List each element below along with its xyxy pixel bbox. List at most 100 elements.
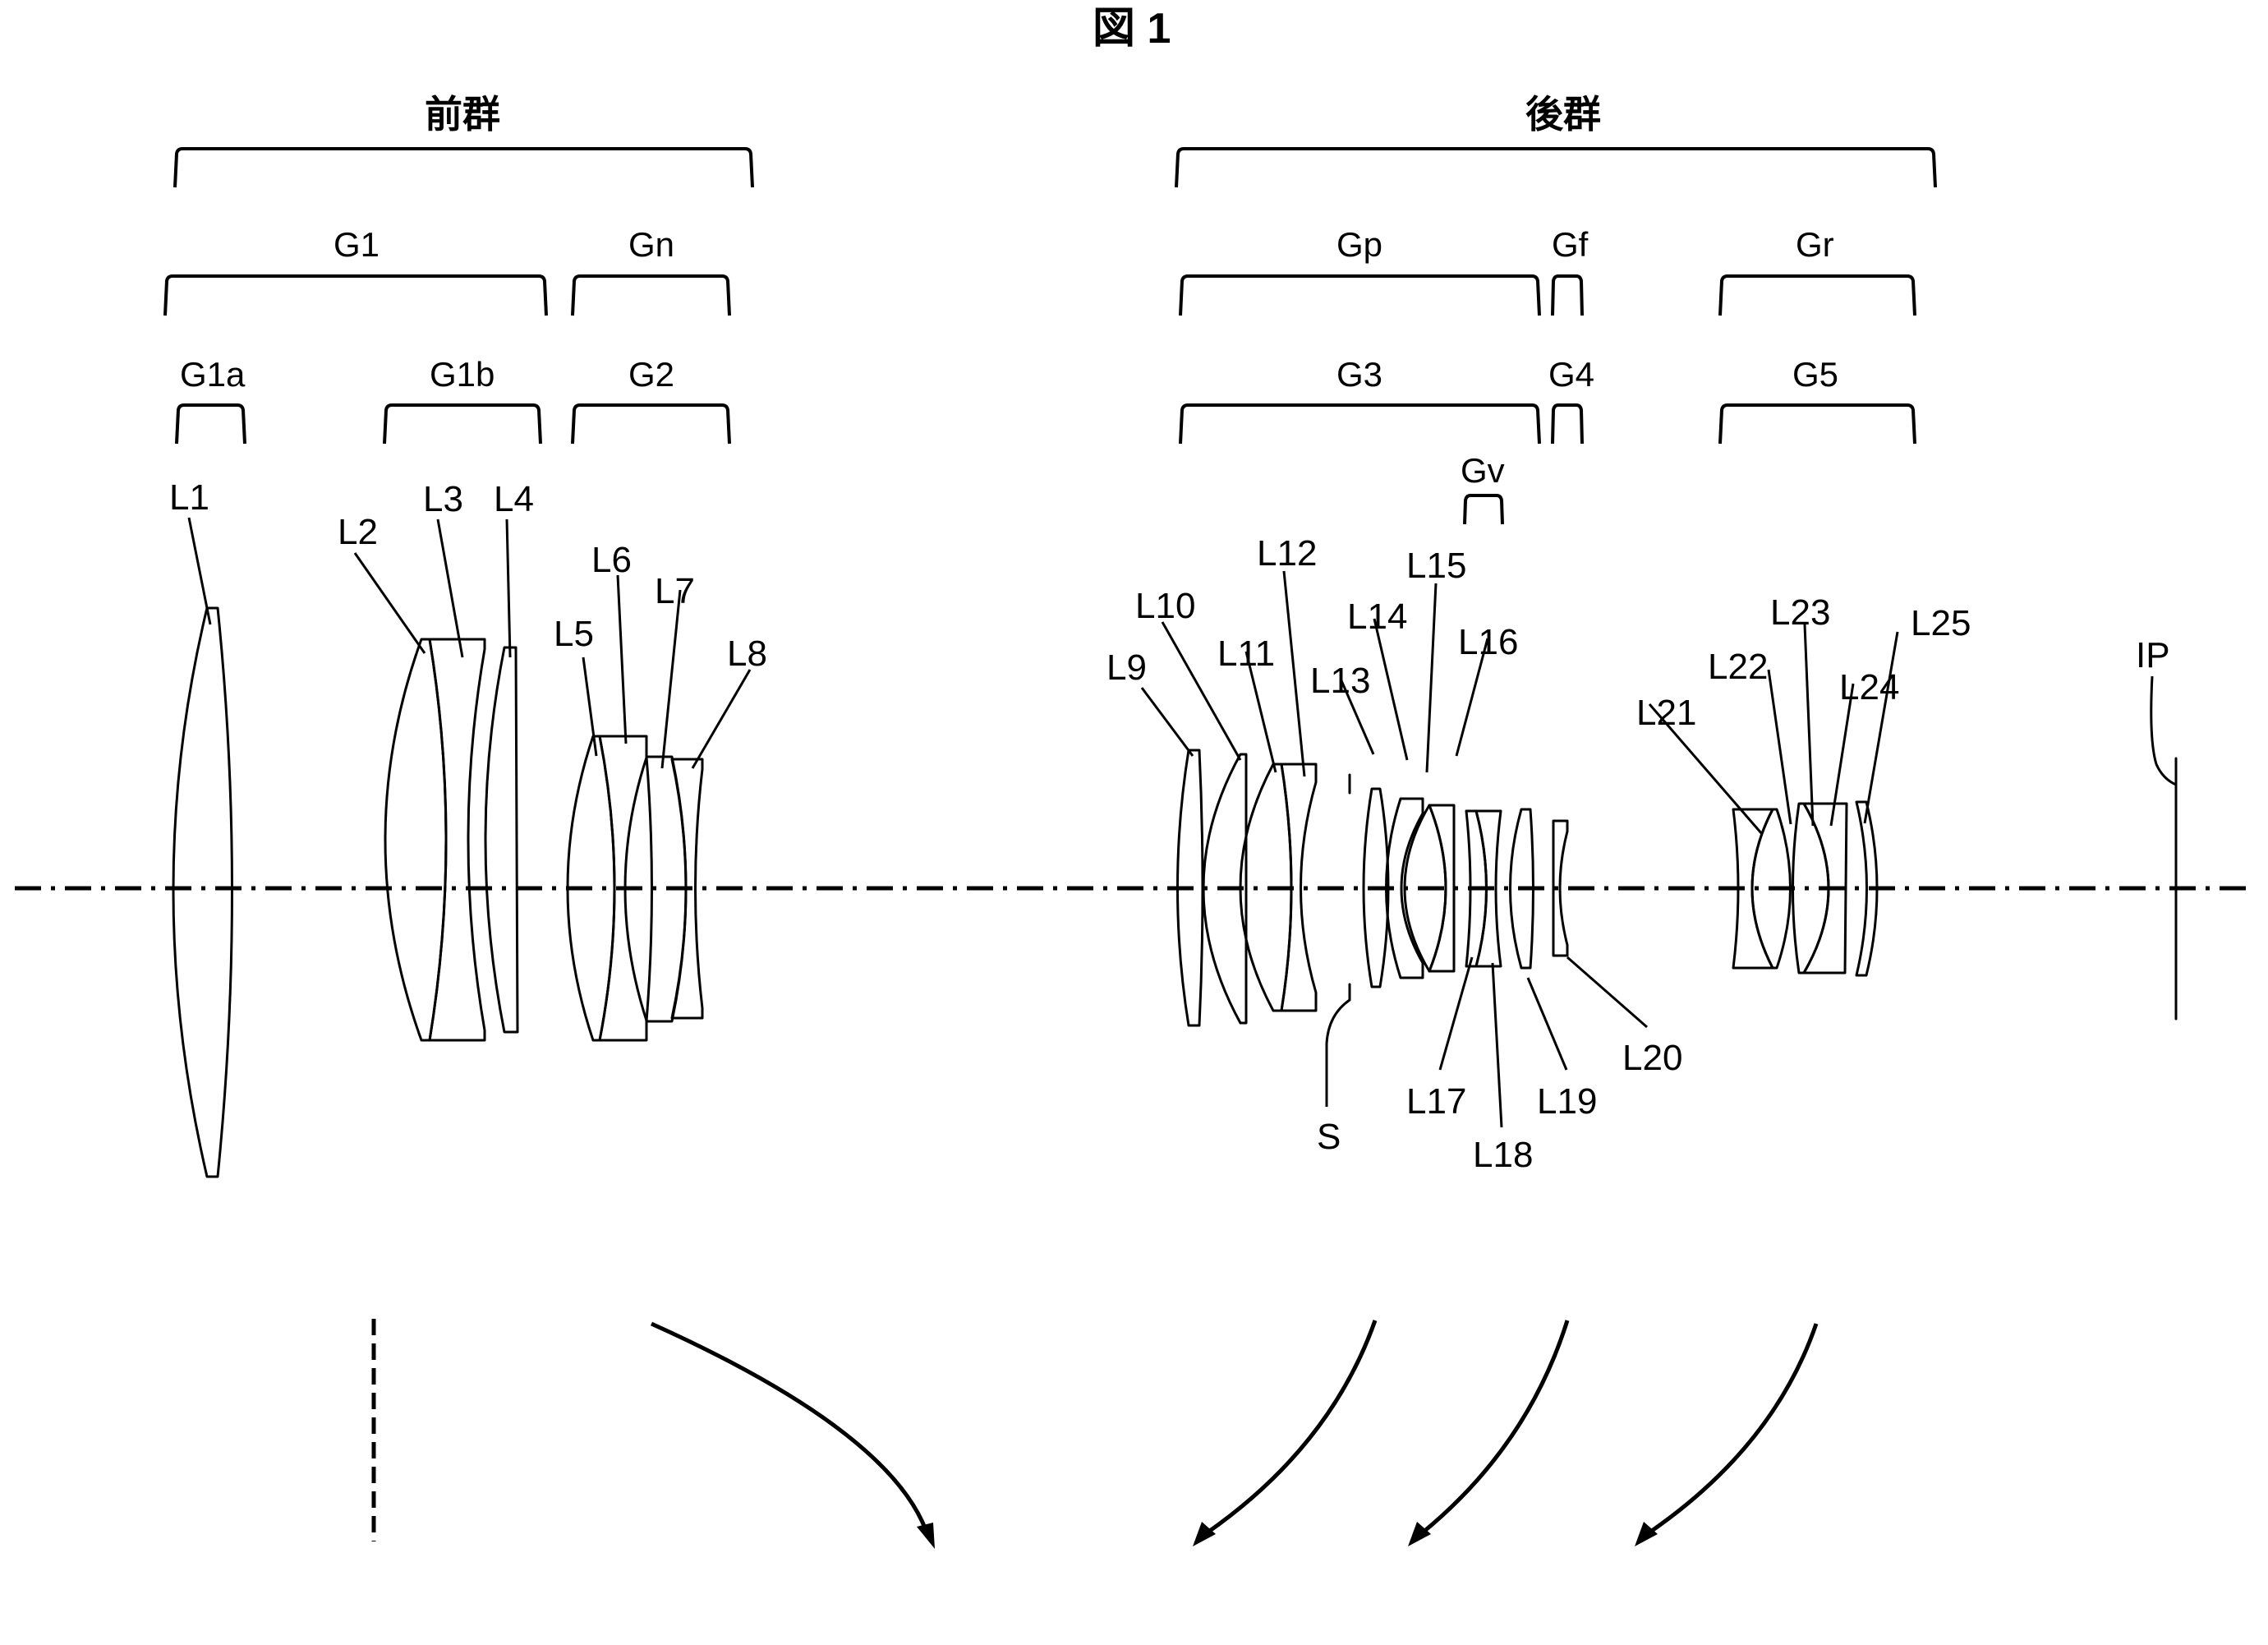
rear-group-label: 後群 [1525,93,1601,136]
leader-l1 [187,517,212,625]
leader-l16 [1455,638,1489,757]
leader-l15 [1425,583,1438,773]
leader-l7 [660,589,682,769]
label-l1: L1 [169,477,209,518]
bracket-g3 [1179,403,1541,445]
leader-l12 [1282,570,1306,777]
leader-l21 [1648,703,1764,835]
leader-l10 [1161,621,1242,761]
leader-l20 [1566,956,1648,1029]
lens-l25 [1855,800,1879,977]
lens-l19 [1509,808,1534,970]
figure-title: 図 1 [1093,5,1171,53]
lens-l18 [1474,809,1502,968]
lens-l8 [670,758,704,1020]
label-l3: L3 [423,479,463,519]
label-l7: L7 [655,571,695,611]
label-l5: L5 [554,614,594,654]
lens-l14 [1385,797,1424,979]
lens-l1 [172,606,233,1178]
leader-l4 [505,518,512,658]
label-l18: L18 [1473,1135,1533,1175]
leader-l22 [1767,669,1792,825]
arrowhead-g5 [1635,1522,1658,1546]
lens-l22 [1750,808,1792,970]
lens-elements-front [172,606,704,1178]
leader-l2 [353,552,426,654]
leader-l5 [582,657,598,757]
lens-elements-rear [1176,749,1879,1027]
leader-l24 [1829,683,1855,827]
bracket-front-group [173,147,754,188]
front-group-label: 前群 [425,93,500,136]
label-l17: L17 [1406,1081,1466,1122]
group-label-gr: Gr [1796,225,1834,264]
group-label-g1b: G1b [430,355,495,394]
group-label-g5: G5 [1792,355,1838,394]
label-l20: L20 [1622,1038,1682,1078]
bracket-g1b [383,403,542,445]
leader-l19 [1526,977,1568,1071]
group-label-gn: Gn [628,225,674,264]
label-l19: L19 [1537,1081,1597,1122]
lens-l13 [1362,787,1390,988]
lens-l9 [1176,749,1204,1027]
label-l8: L8 [727,634,767,674]
bracket-gr [1718,274,1916,316]
group-label-gp: Gp [1336,225,1382,264]
bracket-gf [1551,274,1584,316]
bracket-g2 [571,403,731,445]
leader-l14 [1373,618,1409,761]
leader-l13 [1339,678,1375,755]
group-brackets [163,147,1937,525]
label-l10: L10 [1135,586,1195,626]
image-plane-leader [2150,675,2177,786]
stop-label: S [1317,1117,1341,1157]
lens-l16 [1428,804,1456,973]
lens-l20 [1552,819,1569,957]
group-label-g1a: G1a [180,355,246,394]
label-l24: L24 [1839,667,1899,707]
leader-l18 [1491,962,1503,1128]
arrowhead-g3 [1193,1522,1216,1546]
leader-l8 [691,669,752,769]
trajectory-g4 [1421,1320,1570,1534]
image-plane-label: IP [2136,635,2170,675]
label-l9: L9 [1106,647,1147,688]
bracket-rear-group [1175,147,1937,188]
lens-l3 [428,638,486,1042]
group-label-g3: G3 [1336,355,1382,394]
lens-l10 [1202,753,1248,1025]
leader-l11 [1244,651,1277,773]
trajectory-g5 [1648,1323,1819,1535]
lens-l6 [598,735,648,1042]
movement-trajectories [371,1319,1819,1549]
lens-l12 [1280,763,1318,1012]
bracket-gp [1179,274,1541,316]
arrowhead-g2 [917,1523,935,1549]
lens-l4 [484,646,519,1034]
trajectory-g3 [1206,1320,1378,1535]
label-l21: L21 [1636,693,1696,733]
label-l25: L25 [1911,603,1971,643]
group-label-gf: Gf [1552,225,1589,264]
leader-l6 [616,574,628,744]
label-l13: L13 [1310,661,1370,701]
label-l16: L16 [1458,622,1518,662]
bracket-gv [1463,494,1504,525]
lens-labels: L1 L2 L3 L4 L5 L6 L7 L8 L9 L10 L11 L12 L… [169,477,1971,1175]
lens-l24 [1802,802,1848,975]
trajectory-g2 [650,1321,928,1531]
label-l6: L6 [591,540,632,580]
bracket-g4 [1551,403,1584,445]
leader-l9 [1140,687,1194,757]
bracket-g1a [175,403,246,445]
bracket-g1 [163,274,548,316]
leader-l3 [436,518,464,658]
leader-l17 [1438,956,1474,1071]
lens-leaders [187,517,1899,1128]
arrowhead-g4 [1408,1522,1431,1546]
label-l15: L15 [1406,546,1466,586]
bracket-gn [571,274,731,316]
leader-l25 [1863,631,1899,824]
